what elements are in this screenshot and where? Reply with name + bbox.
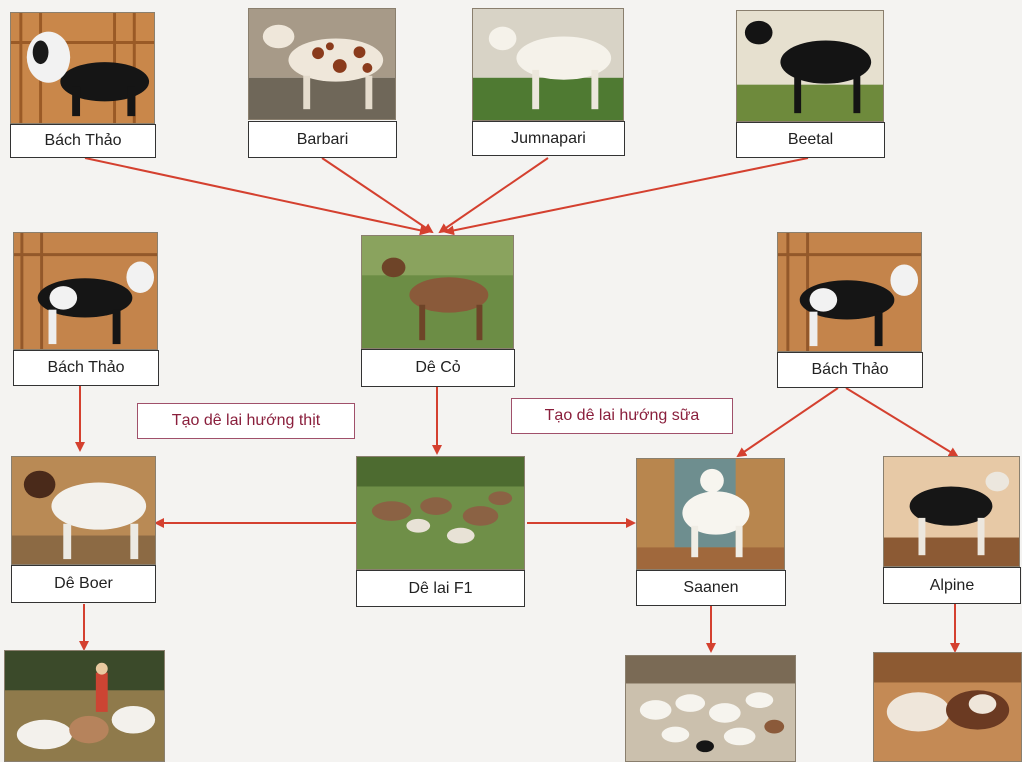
bach-thao-top-label: Bách Thảo <box>10 124 156 158</box>
barbari-label: Barbari <box>248 121 397 158</box>
de-lai-f1-photo <box>356 456 525 570</box>
alpine-label: Alpine <box>883 567 1021 604</box>
milk-cross-note: Tạo dê lai hướng sữa <box>511 398 733 434</box>
beetal-photo <box>736 10 884 122</box>
saanen-label: Saanen <box>636 570 786 606</box>
arrow-jumnapari-to-de-co <box>438 157 549 234</box>
bach-thao-right-label: Bách Thảo <box>777 352 923 388</box>
arrow-barbari-to-de-co <box>321 157 434 234</box>
de-co-label: Dê Cỏ <box>361 349 515 387</box>
meat-cross-note: Tạo dê lai hướng thịt <box>137 403 355 439</box>
de-co-photo <box>361 235 514 349</box>
arrow-beetal-to-de-co <box>444 157 809 236</box>
de-boer-label: Dê Boer <box>11 565 156 603</box>
jumnapari-photo <box>472 8 624 121</box>
meat-goat-herd-photo <box>4 650 165 762</box>
bach-thao-left-label: Bách Thảo <box>13 350 159 386</box>
de-lai-f1-label: Dê lai F1 <box>356 570 525 607</box>
arrow-bach-thao-to-de-co <box>84 157 430 236</box>
arrow-bach-thao-to-saanen <box>736 387 839 458</box>
de-boer-photo <box>11 456 156 565</box>
alpine-photo <box>883 456 1020 567</box>
jumnapari-label: Jumnapari <box>472 121 625 156</box>
alpine-herd-photo <box>873 652 1022 762</box>
bach-thao-left-photo <box>13 232 158 350</box>
barbari-photo <box>248 8 396 120</box>
bach-thao-top-photo <box>10 12 155 124</box>
arrow-bach-thao-to-alpine <box>845 387 959 458</box>
saanen-photo <box>636 458 785 570</box>
dairy-goat-herd-photo <box>625 655 796 762</box>
bach-thao-right-photo <box>777 232 922 352</box>
beetal-label: Beetal <box>736 122 885 158</box>
